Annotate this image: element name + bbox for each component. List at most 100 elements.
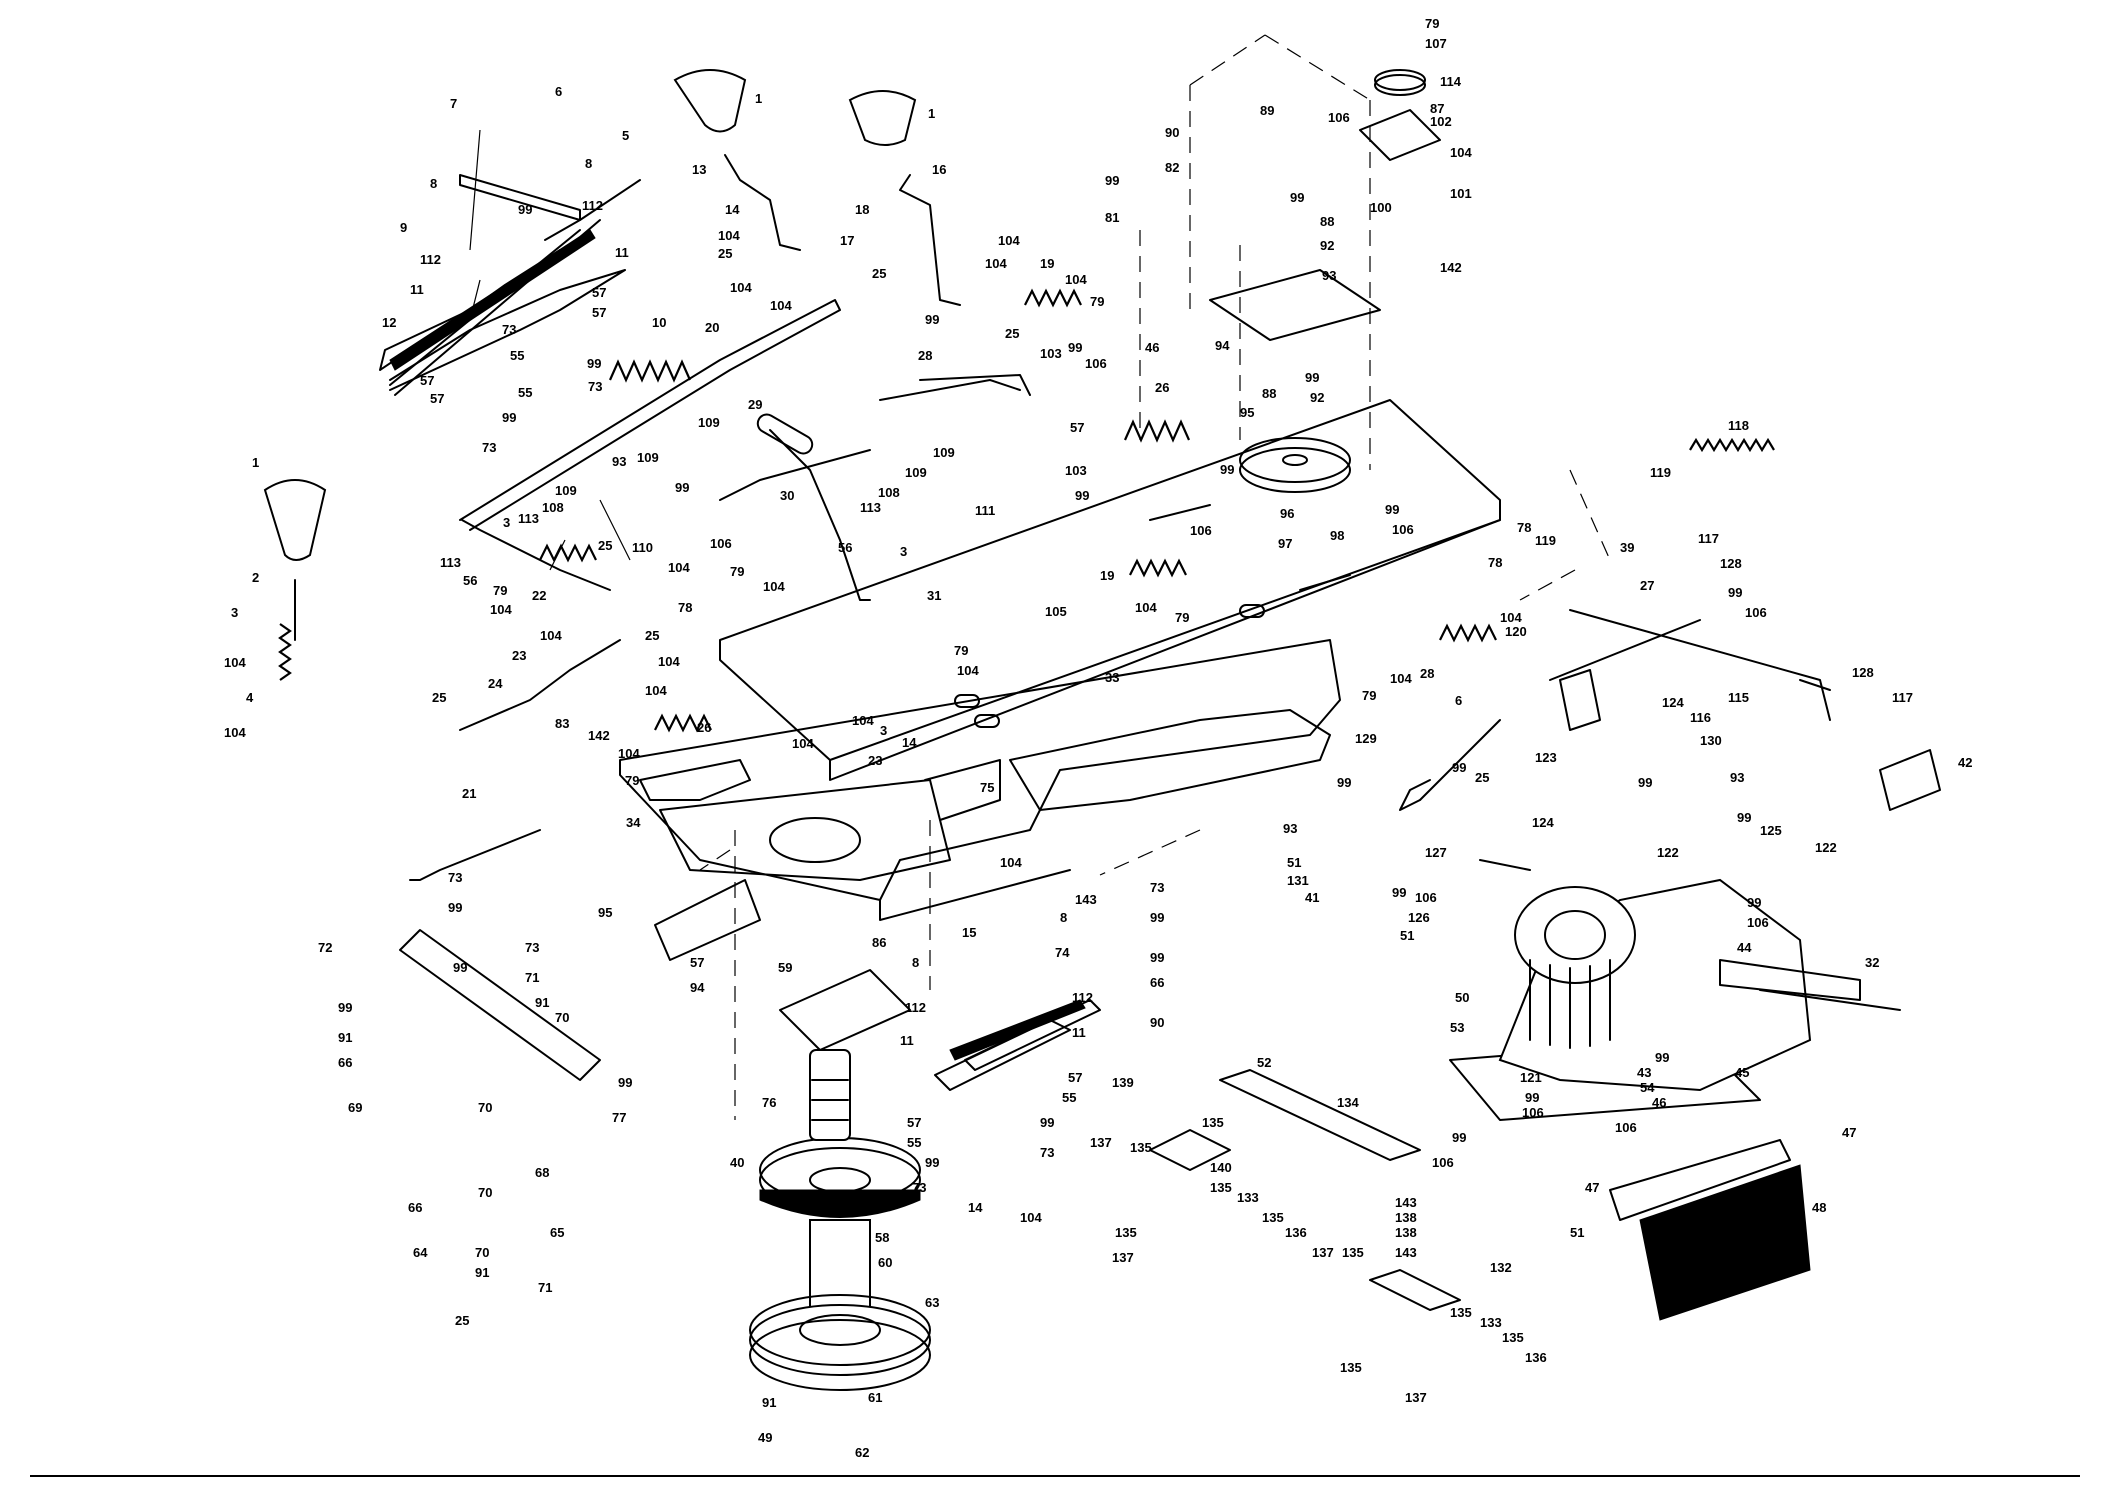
callout-121: 121 — [1520, 1070, 1542, 1085]
callout-107: 107 — [1425, 36, 1447, 51]
callout-104: 104 — [645, 683, 667, 698]
callout-115: 115 — [1728, 690, 1749, 705]
callout-39: 39 — [1620, 540, 1634, 555]
callout-57: 57 — [430, 391, 444, 406]
callout-12: 12 — [382, 315, 396, 330]
callout-135: 135 — [1502, 1330, 1524, 1345]
callout-11: 11 — [1072, 1025, 1086, 1040]
callout-24: 24 — [488, 676, 503, 691]
callout-66: 66 — [338, 1055, 352, 1070]
callout-112: 112 — [905, 1000, 926, 1015]
callout-102: 102 — [1430, 114, 1452, 129]
callout-136: 136 — [1285, 1225, 1307, 1240]
callout-56: 56 — [838, 540, 852, 555]
callout-6: 6 — [1455, 693, 1462, 708]
callout-109: 109 — [637, 450, 659, 465]
callout-103: 103 — [1040, 346, 1062, 361]
callout-99: 99 — [925, 312, 939, 327]
callout-34: 34 — [626, 815, 641, 830]
callout-7: 7 — [450, 96, 457, 111]
callout-79: 79 — [730, 564, 744, 579]
callout-5: 5 — [622, 128, 629, 143]
callout-140: 140 — [1210, 1160, 1232, 1175]
callout-44: 44 — [1737, 940, 1752, 955]
callout-55: 55 — [518, 385, 532, 400]
callout-27: 27 — [1640, 578, 1654, 593]
callout-73: 73 — [448, 870, 462, 885]
callout-26: 26 — [697, 720, 711, 735]
callout-99: 99 — [453, 960, 467, 975]
callout-3: 3 — [503, 515, 510, 530]
callout-50: 50 — [1455, 990, 1469, 1005]
callout-15: 15 — [962, 925, 976, 940]
callout-99: 99 — [1525, 1090, 1539, 1105]
callout-56: 56 — [463, 573, 477, 588]
callout-104: 104 — [540, 628, 562, 643]
callout-99: 99 — [1728, 585, 1742, 600]
callout-106: 106 — [1432, 1155, 1454, 1170]
main-frame-chassis — [619, 399, 1501, 921]
callout-82: 82 — [1165, 160, 1179, 175]
callout-74: 74 — [1055, 945, 1070, 960]
callout-54: 54 — [1640, 1080, 1655, 1095]
callout-47: 47 — [1585, 1180, 1599, 1195]
callout-79: 79 — [1175, 610, 1189, 625]
callout-30: 30 — [780, 488, 794, 503]
callout-25: 25 — [645, 628, 659, 643]
callout-19: 19 — [1040, 256, 1054, 271]
callout-25: 25 — [455, 1313, 469, 1328]
callout-63: 63 — [925, 1295, 939, 1310]
callout-112: 112 — [420, 252, 441, 267]
callout-42: 42 — [1958, 755, 1972, 770]
callout-1: 1 — [755, 91, 762, 106]
callout-91: 91 — [762, 1395, 776, 1410]
callout-55: 55 — [1062, 1090, 1076, 1105]
callout-128: 128 — [1852, 665, 1874, 680]
callout-104: 104 — [618, 746, 640, 761]
callout-116: 116 — [1690, 710, 1711, 725]
callout-51: 51 — [1570, 1225, 1584, 1240]
callout-99: 99 — [1068, 340, 1082, 355]
callout-91: 91 — [535, 995, 549, 1010]
callout-99: 99 — [502, 410, 516, 425]
callout-75: 75 — [980, 780, 994, 795]
callout-10: 10 — [652, 315, 666, 330]
brackets — [399, 109, 1941, 1321]
callout-96: 96 — [1280, 506, 1294, 521]
callout-8: 8 — [912, 955, 919, 970]
callout-114: 114 — [1440, 74, 1462, 89]
callout-14: 14 — [725, 202, 740, 217]
callout-104: 104 — [957, 663, 979, 678]
callout-72: 72 — [318, 940, 332, 955]
callout-25: 25 — [432, 690, 446, 705]
callout-98: 98 — [1330, 528, 1344, 543]
callout-99: 99 — [1392, 885, 1406, 900]
callout-32: 32 — [1865, 955, 1879, 970]
callout-43: 43 — [1637, 1065, 1651, 1080]
callout-52: 52 — [1257, 1055, 1271, 1070]
callout-137: 137 — [1112, 1250, 1134, 1265]
callout-105: 105 — [1045, 604, 1067, 619]
callout-119: 119 — [1650, 465, 1671, 480]
callout-117: 117 — [1698, 531, 1719, 546]
callout-104: 104 — [1135, 600, 1157, 615]
callout-112: 112 — [1072, 990, 1093, 1005]
callout-66: 66 — [1150, 975, 1164, 990]
callout-47: 47 — [1842, 1125, 1856, 1140]
callout-57: 57 — [1068, 1070, 1082, 1085]
callout-8: 8 — [430, 176, 437, 191]
callout-45: 45 — [1735, 1065, 1749, 1080]
callout-11: 11 — [410, 282, 424, 297]
callout-142: 142 — [588, 728, 610, 743]
callout-101: 101 — [1450, 186, 1472, 201]
callout-78: 78 — [1517, 520, 1531, 535]
callout-134: 134 — [1337, 1095, 1359, 1110]
callout-68: 68 — [535, 1165, 549, 1180]
callout-70: 70 — [555, 1010, 569, 1025]
callout-88: 88 — [1262, 386, 1276, 401]
callout-119: 119 — [1535, 533, 1556, 548]
callout-106: 106 — [1328, 110, 1350, 125]
callout-53: 53 — [1450, 1020, 1464, 1035]
callout-92: 92 — [1310, 390, 1324, 405]
